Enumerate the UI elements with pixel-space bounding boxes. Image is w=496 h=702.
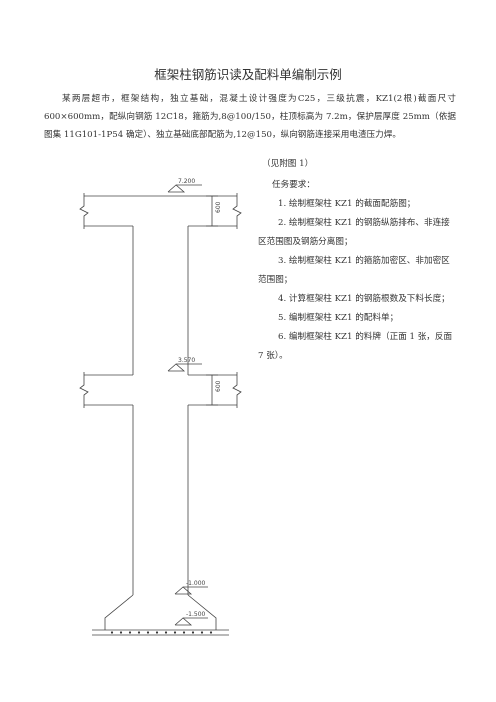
elevation-label: -1.000 [186, 580, 206, 587]
break-mark [79, 372, 89, 408]
footing-left [104, 594, 134, 630]
task-item: 3. 绘制框架柱 KZ1 的箍筋加密区、非加密区范围图； [258, 256, 450, 285]
elevation-marker [174, 617, 193, 626]
break-mark [232, 372, 242, 408]
task-item: 1. 绘制框架柱 KZ1 的截面配筋图； [278, 199, 416, 209]
task-item: 4. 计算框架柱 KZ1 的钢筋根数及下料长度； [278, 294, 450, 304]
task-item: 5. 编制框架柱 KZ1 的配料单； [278, 313, 399, 323]
elevation-marker [167, 184, 186, 193]
elevation-marker [167, 363, 186, 372]
dimension-label: 600 [215, 201, 222, 213]
break-mark [79, 193, 89, 229]
elevation-label: 3.570 [178, 357, 195, 364]
task-item: 2. 绘制框架柱 KZ1 的钢筋纵筋排布、非连接区范围图及钢筋分离图； [258, 218, 450, 247]
elevation-label: 7.200 [178, 178, 195, 185]
task-items: 1. 绘制框架柱 KZ1 的截面配筋图； 2. 绘制框架柱 KZ1 的钢筋纵筋排… [258, 195, 454, 366]
elevation-label: -1.500 [186, 611, 206, 618]
base-rebar-dots [110, 631, 213, 634]
break-mark [232, 193, 242, 229]
elevation-marker [174, 586, 193, 595]
task-list: 任务要求： 1. 绘制框架柱 KZ1 的截面配筋图； 2. 绘制框架柱 KZ1 … [258, 176, 454, 366]
dimension-label: 600 [215, 380, 222, 392]
intro-text: 某两层超市，框架结构，独立基础，混凝土设计强度为C25，三级抗震，KZ1(2根)… [44, 94, 456, 140]
intro-paragraph: 某两层超市，框架结构，独立基础，混凝土设计强度为C25，三级抗震，KZ1(2根)… [44, 90, 456, 144]
footing-right [187, 594, 217, 630]
task-item: 6. 编制框架柱 KZ1 的料牌（正面 1 张，反面 7 张）。 [258, 332, 453, 361]
page-title: 框架柱钢筋识读及配料单编制示例 [154, 67, 342, 82]
figure-reference-note: （见附图 1） [262, 159, 314, 169]
task-heading: 任务要求： [272, 180, 315, 190]
